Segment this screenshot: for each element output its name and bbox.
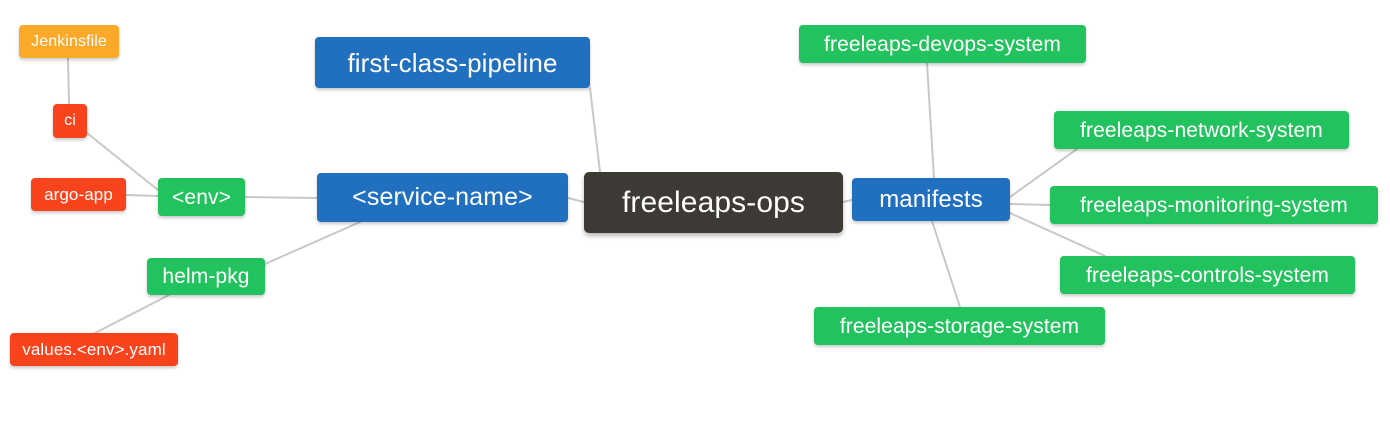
mindmap-node-env[interactable]: <env> — [158, 178, 245, 216]
mindmap-node-label: <env> — [172, 185, 231, 209]
edge-manifests-to-freeleaps-storage-system — [931, 220, 961, 308]
mindmap-node-label: values.<env>.yaml — [22, 340, 166, 359]
mindmap-node-freeleaps-controls-system[interactable]: freeleaps-controls-system — [1060, 256, 1355, 294]
edge-manifests-to-freeleaps-devops-system — [926, 62, 935, 179]
mindmap-node-label: freeleaps-network-system — [1080, 118, 1323, 142]
mindmap-node-freeleaps-devops-system[interactable]: freeleaps-devops-system — [799, 25, 1086, 63]
mindmap-node-label: freeleaps-ops — [621, 185, 806, 219]
mindmap-node-helm-pkg[interactable]: helm-pkg — [147, 258, 265, 295]
edge-freeleaps-ops-to-manifests — [842, 199, 853, 203]
mindmap-node-values-yaml[interactable]: values.<env>.yaml — [10, 333, 178, 366]
mindmap-node-label: <service-name> — [352, 183, 533, 211]
mindmap-node-argo-app[interactable]: argo-app — [31, 178, 126, 211]
mindmap-node-label: freeleaps-monitoring-system — [1080, 193, 1348, 217]
mindmap-node-service-name[interactable]: <service-name> — [317, 173, 568, 222]
mindmap-node-label: ci — [64, 112, 76, 129]
mindmap-node-ci[interactable]: ci — [53, 104, 87, 138]
mindmap-node-label: freeleaps-devops-system — [824, 32, 1061, 56]
mindmap-node-freeleaps-monitoring-system[interactable]: freeleaps-monitoring-system — [1050, 186, 1378, 224]
edge-ci-to-jenkinsfile — [67, 57, 70, 105]
mindmap-node-label: freeleaps-controls-system — [1086, 263, 1329, 287]
mindmap-node-label: manifests — [879, 185, 983, 213]
edge-env-to-argo-app — [125, 194, 159, 197]
edge-service-name-to-helm-pkg — [264, 221, 361, 265]
edge-helm-pkg-to-values-yaml — [94, 294, 170, 334]
mindmap-node-label: helm-pkg — [162, 265, 250, 288]
mindmap-node-manifests[interactable]: manifests — [852, 178, 1010, 221]
mindmap-node-freeleaps-storage-system[interactable]: freeleaps-storage-system — [814, 307, 1105, 345]
edge-freeleaps-ops-to-first-class-pipeline — [589, 87, 601, 173]
mindmap-node-label: first-class-pipeline — [347, 47, 558, 78]
edge-service-name-to-env — [244, 196, 318, 199]
mindmap-node-label: argo-app — [44, 185, 113, 204]
mindmap-node-freeleaps-network-system[interactable]: freeleaps-network-system — [1054, 111, 1349, 149]
mindmap-node-label: freeleaps-storage-system — [839, 314, 1080, 338]
edge-freeleaps-ops-to-service-name — [567, 197, 585, 203]
mindmap-node-first-class-pipeline[interactable]: first-class-pipeline — [315, 37, 590, 88]
mindmap-node-label: Jenkinsfile — [31, 32, 107, 50]
mindmap-node-jenkinsfile[interactable]: Jenkinsfile — [19, 25, 119, 58]
mindmap-node-freeleaps-ops[interactable]: freeleaps-ops — [584, 172, 843, 233]
edge-manifests-to-freeleaps-monitoring-system — [1009, 203, 1051, 206]
